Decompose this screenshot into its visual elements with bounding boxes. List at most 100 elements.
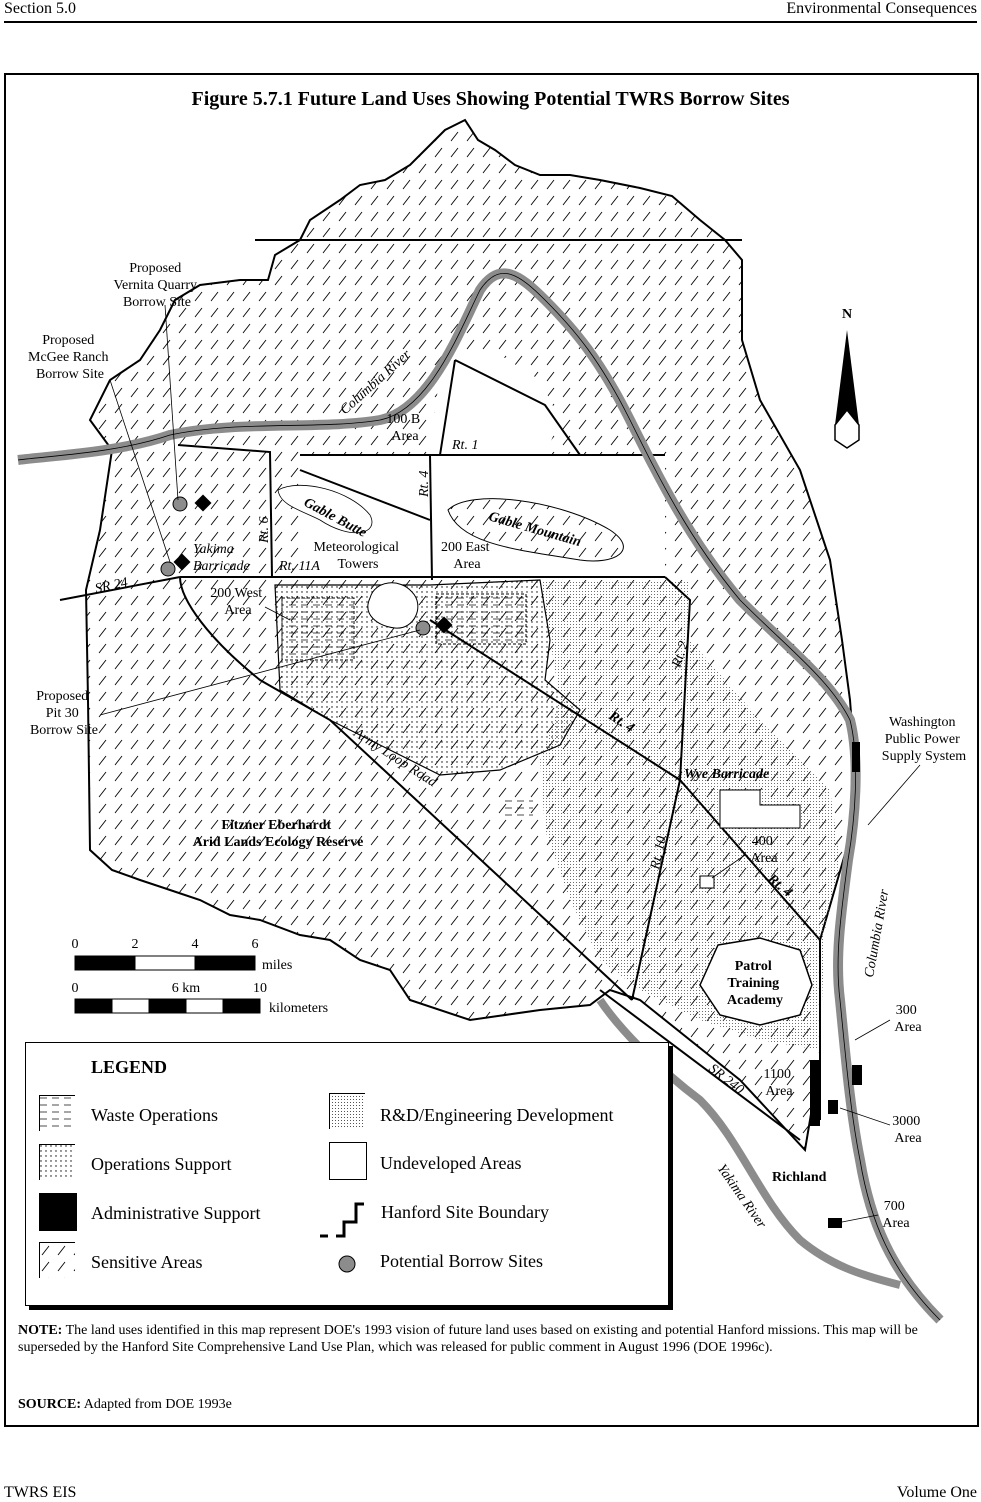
legend-label-borrow: Potential Borrow Sites xyxy=(380,1251,543,1271)
label-yakima-river: Yakima River xyxy=(714,1162,769,1232)
note: NOTE: The land uses identified in this m… xyxy=(18,1322,948,1356)
label-ale: Fitzner Eberhardt Arid Lands Ecology Res… xyxy=(193,818,364,850)
label-wye-barricade: Wye Barricade xyxy=(684,767,769,782)
met-towers-zone xyxy=(367,582,419,629)
km-unit: kilometers xyxy=(269,1001,328,1016)
label-rt1: Rt. 1 xyxy=(451,438,478,453)
admin-diamond-1 xyxy=(194,494,212,512)
legend-swatch-undeveloped xyxy=(329,1142,367,1180)
note-label: NOTE: xyxy=(18,1323,63,1338)
miles-tick-4: 4 xyxy=(192,937,199,952)
source-label: SOURCE: xyxy=(18,1397,82,1412)
leader-vernita xyxy=(164,304,179,501)
label-200e: 200 East Area xyxy=(441,540,493,572)
leader-wppss xyxy=(867,764,921,826)
km-tick-10: 10 xyxy=(253,981,267,996)
miles-tick-2: 2 xyxy=(132,937,139,952)
legend-swatch-ops-support xyxy=(39,1144,75,1180)
source-text: Adapted from DOE 1993e xyxy=(81,1397,232,1412)
road-army-loop xyxy=(179,576,633,1001)
label-rt6: Rt. 6 xyxy=(257,517,272,544)
road-rt4-north xyxy=(429,454,433,581)
label-1100: 1100 Area xyxy=(764,1067,795,1099)
area-200-east-zone xyxy=(435,593,527,645)
footer-left: TWRS EIS xyxy=(4,1484,77,1501)
miles-tick-0: 0 xyxy=(72,937,79,952)
patrol-academy-outline xyxy=(699,937,813,1026)
legend-label-waste: Waste Operations xyxy=(91,1105,219,1125)
legend-swatch-sensitive xyxy=(39,1242,75,1278)
road-sr240 xyxy=(599,989,801,1141)
road-rt6 xyxy=(177,444,273,578)
legend-label-sensitive: Sensitive Areas xyxy=(91,1252,203,1272)
borrow-site-vernita xyxy=(172,496,188,512)
km-tick-6: 6 km xyxy=(172,981,201,996)
label-400: 400 Area xyxy=(750,834,778,866)
miles-tick-6: 6 xyxy=(252,937,259,952)
label-100b: 100 B Area xyxy=(386,412,423,444)
leader-3000 xyxy=(839,1107,891,1126)
gable-butte xyxy=(277,484,373,534)
admin-block-wppss xyxy=(852,742,860,772)
label-rt4-north: Rt. 4 xyxy=(417,471,432,498)
legend-label-undeveloped: Undeveloped Areas xyxy=(380,1153,522,1173)
note-text: The land uses identified in this map rep… xyxy=(18,1323,918,1355)
admin-block-1100 xyxy=(810,1060,820,1126)
label-wppss: Washington Public Power Supply System xyxy=(882,715,967,764)
figure-frame xyxy=(4,73,979,1427)
admin-block-700 xyxy=(828,1218,842,1228)
footer-right: Volume One xyxy=(896,1484,977,1501)
label-patrol-academy: Patrol Training Academy xyxy=(727,959,783,1008)
label-rt10: Rt. 10 xyxy=(648,835,670,872)
label-pit30: Proposed Pit 30 Borrow Site xyxy=(30,689,98,738)
label-3000: 3000 Area xyxy=(892,1114,924,1146)
source: SOURCE: Adapted from DOE 1993e xyxy=(18,1397,232,1413)
road-rt4-mid xyxy=(429,619,681,781)
leader-700 xyxy=(841,1214,879,1223)
north-label: N xyxy=(842,307,852,322)
legend-label-ops-support: Operations Support xyxy=(91,1154,232,1174)
leader-300 xyxy=(854,1019,891,1041)
figure-title: Figure 5.7.1 Future Land Uses Showing Po… xyxy=(191,88,790,110)
admin-diamond-3 xyxy=(435,616,453,634)
label-700: 700 Area xyxy=(882,1199,910,1231)
legend-label-rd: R&D/Engineering Development xyxy=(380,1105,614,1125)
legend-title: LEGEND xyxy=(91,1057,168,1077)
columbia-river-edge xyxy=(17,272,941,1321)
gable-mountain xyxy=(447,498,624,562)
label-columbia-south: Columbia River xyxy=(862,888,892,979)
legend-swatch-boundary xyxy=(320,1202,364,1238)
leader-200w xyxy=(264,606,291,621)
rd-engineering-area xyxy=(540,580,840,1050)
label-mcgee: Proposed McGee Ranch Borrow Site xyxy=(28,333,112,382)
waste-zone-small xyxy=(505,795,533,817)
leader-400 xyxy=(711,854,746,879)
road-rt4-diagonal xyxy=(439,359,581,456)
label-vernita: Proposed Vernita Quarry Borrow Site xyxy=(113,261,200,310)
road-rt10 xyxy=(631,779,681,1001)
legend-swatch-admin xyxy=(39,1193,77,1231)
area-200-west-zone xyxy=(281,597,355,661)
admin-block-300 xyxy=(852,1065,862,1085)
legend-label-admin: Administrative Support xyxy=(91,1203,261,1223)
legend-swatch-waste xyxy=(39,1095,75,1131)
label-met-towers: Meteorological Towers xyxy=(313,540,402,572)
north-arrow xyxy=(835,330,859,425)
borrow-site-mcgee xyxy=(160,561,176,577)
km-scale xyxy=(74,998,261,1014)
area-400-outline xyxy=(719,789,801,829)
header-chapter: Environmental Consequences xyxy=(786,0,977,17)
label-rt11a: Rt. 11A xyxy=(278,559,320,574)
label-richland: Richland xyxy=(772,1170,827,1185)
road-sr24 xyxy=(59,576,181,601)
label-yakima-barricade: Yakima Barricade xyxy=(193,542,250,574)
miles-scale xyxy=(74,955,256,971)
legend-swatch-borrow xyxy=(338,1255,356,1273)
legend-box: LEGEND Waste Operations Operations Suppo… xyxy=(25,1042,669,1306)
leader-pit30 xyxy=(99,629,421,716)
miles-unit: miles xyxy=(262,958,292,973)
legend-label-boundary: Hanford Site Boundary xyxy=(381,1202,549,1222)
road-gable-north xyxy=(299,469,431,521)
admin-block-3000 xyxy=(828,1100,838,1114)
km-tick-0: 0 xyxy=(72,981,79,996)
